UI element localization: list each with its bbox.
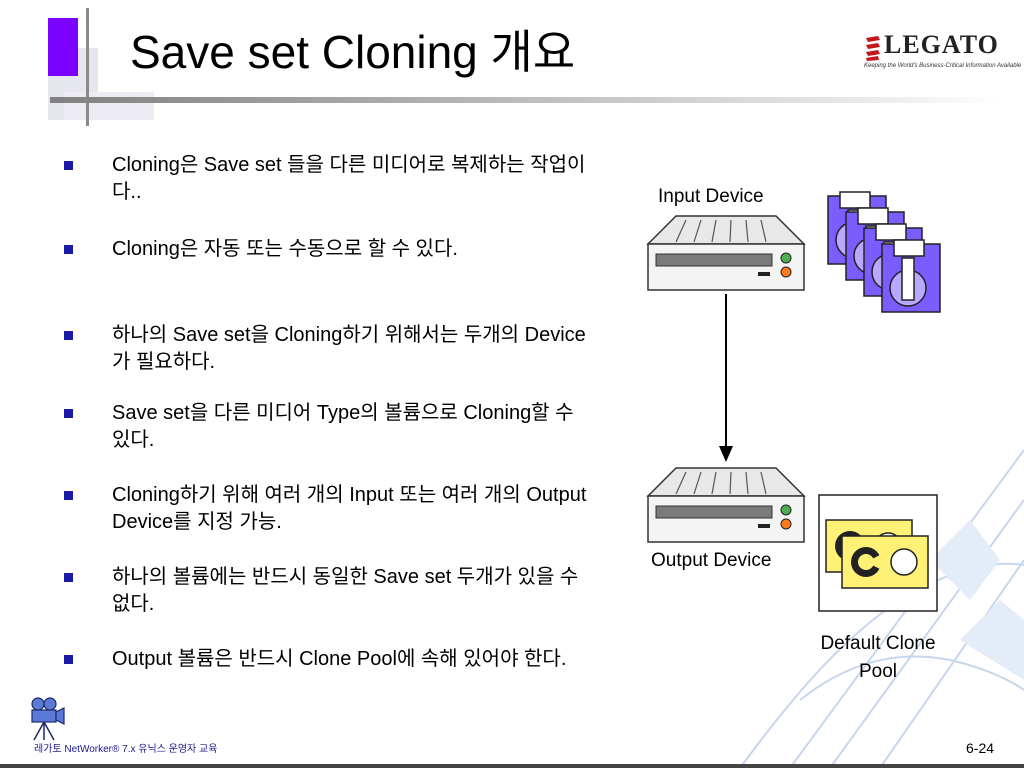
bullet-square-icon bbox=[64, 409, 73, 418]
bullet-text: Save set을 다른 미디어 Type의 볼륨으로 Cloning할 수 있… bbox=[112, 402, 574, 451]
input-device-icon bbox=[646, 215, 806, 291]
footer-course-title: 레가토 NetWorker® 7.x 유닉스 운영자 교육 bbox=[34, 744, 218, 755]
legato-logo-icon bbox=[866, 36, 880, 61]
title-decoration-accent bbox=[48, 18, 78, 76]
output-device-label: Output Device bbox=[651, 550, 772, 571]
output-device-icon bbox=[646, 467, 806, 543]
tape-volumes-icon bbox=[827, 191, 941, 313]
clone-pool-label-line: Default Clone bbox=[820, 633, 936, 654]
slide-title: Save set Cloning 개요 bbox=[130, 26, 576, 78]
footer-rule bbox=[0, 764, 1024, 768]
clone-pool-label-line: Pool bbox=[858, 661, 898, 682]
clone-pool-icon bbox=[818, 494, 938, 612]
clone-pool-label: Default Clone Pool bbox=[800, 630, 956, 686]
title-decoration-block bbox=[64, 92, 154, 120]
legato-logo: LEGATO Keeping the World's Business-Crit… bbox=[864, 30, 1021, 74]
bullet-text: Cloning은 Save set 들을 다른 미디어로 복제하는 작업이다.. bbox=[112, 154, 586, 203]
title-decoration-vertical-line bbox=[86, 8, 89, 126]
title-underline bbox=[50, 97, 1000, 103]
page-number: 6-24 bbox=[966, 740, 995, 756]
bullet-square-icon bbox=[64, 573, 73, 582]
bullet-square-icon bbox=[64, 245, 73, 254]
bullet-text: 하나의 볼륨에는 반드시 동일한 Save set 두개가 있을 수 없다. bbox=[112, 566, 579, 615]
bullet-square-icon bbox=[64, 491, 73, 500]
bullet-text: Cloning하기 위해 여러 개의 Input 또는 여러 개의 Output… bbox=[112, 484, 587, 533]
camera-icon bbox=[31, 697, 65, 741]
bullet-text: 하나의 Save set을 Cloning하기 위해서는 두개의 Device가… bbox=[112, 324, 586, 373]
bullet-text: Output 볼륨은 반드시 Clone Pool에 속해 있어야 한다. bbox=[112, 648, 567, 670]
bullet-square-icon bbox=[64, 331, 73, 340]
logo-tagline: Keeping the World's Business-Critical In… bbox=[864, 63, 1022, 69]
clone-direction-arrow bbox=[719, 294, 733, 462]
bullet-square-icon bbox=[64, 161, 73, 170]
logo-wordmark: LEGATO bbox=[884, 30, 999, 59]
input-device-label: Input Device bbox=[658, 186, 764, 207]
bullet-square-icon bbox=[64, 655, 73, 664]
bullet-text: Cloning은 자동 또는 수동으로 할 수 있다. bbox=[112, 238, 458, 260]
